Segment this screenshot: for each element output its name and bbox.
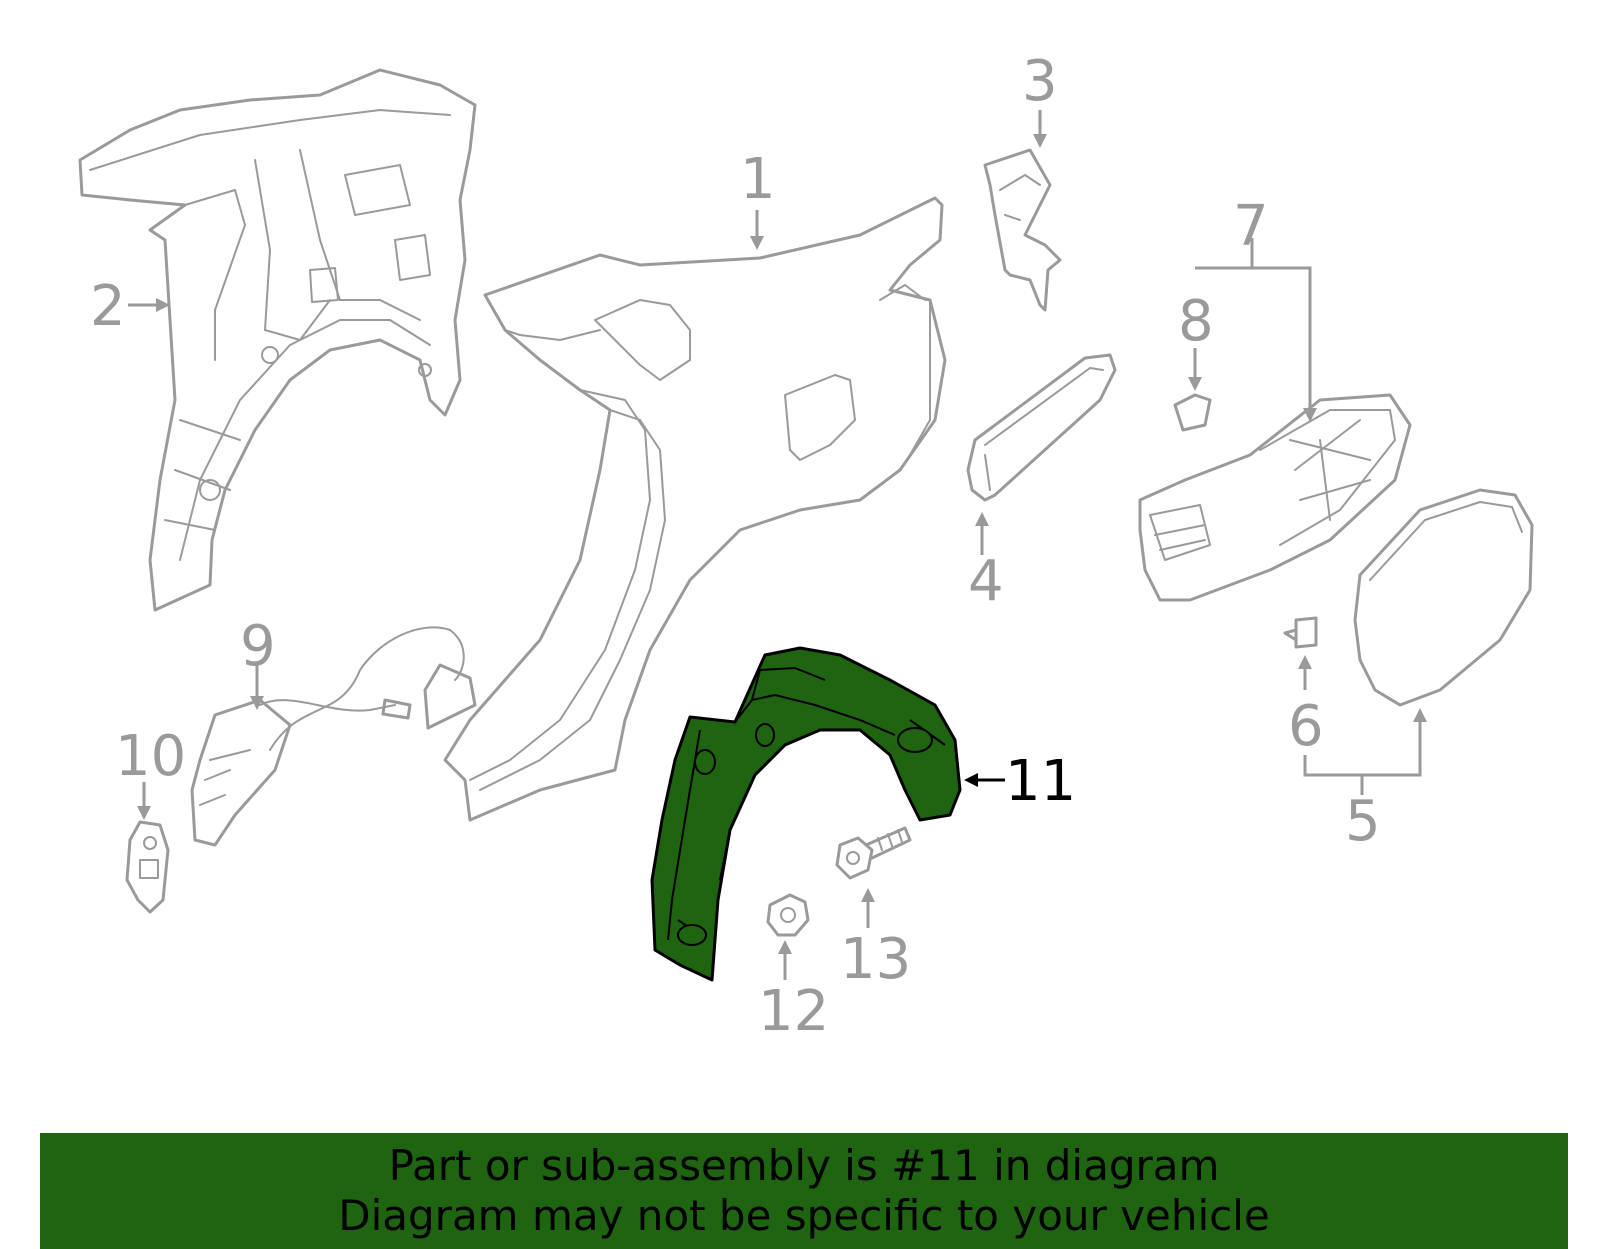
banner-line-part: Part or sub-assembly is #11 in diagram [388, 1141, 1220, 1190]
part-2-inner-quarter-panel [78, 68, 477, 612]
arrow-13 [861, 888, 875, 902]
info-banner: Part or sub-assembly is #11 in diagram D… [40, 1133, 1568, 1249]
callout-9: 9 [240, 614, 276, 679]
part-8-clip [1173, 393, 1212, 432]
part-7-fuel-filler-housing [1138, 393, 1412, 602]
callout-5: 5 [1345, 789, 1381, 854]
arrow-12 [778, 940, 792, 954]
callout-1: 1 [740, 147, 776, 212]
part-13-screw [835, 826, 912, 880]
part-5-fuel-door [1353, 488, 1534, 707]
arrow-3 [1033, 134, 1047, 148]
callout-3: 3 [1022, 49, 1058, 114]
arrow-4 [975, 512, 989, 526]
callout-11: 11 [1005, 749, 1076, 814]
arrow-10 [137, 806, 151, 820]
callout-4: 4 [968, 549, 1004, 614]
arrow-11 [964, 773, 978, 787]
arrow-9 [250, 696, 264, 710]
callout-2: 2 [90, 274, 126, 339]
arrow-1 [750, 236, 764, 250]
callout-10: 10 [115, 724, 186, 789]
callout-6: 6 [1288, 694, 1324, 759]
callout-7: 7 [1233, 194, 1269, 259]
part-12-nut [766, 893, 810, 937]
part-11-wheel-house-liner [650, 646, 962, 982]
part-9-wiring-harness [190, 626, 477, 847]
part-10-connector [125, 820, 170, 914]
arrow-6 [1298, 655, 1312, 669]
arrow-8 [1188, 377, 1202, 391]
callout-13: 13 [840, 927, 911, 992]
part-4-fuel-door-housing [966, 353, 1117, 502]
part-3-bracket [983, 148, 1062, 312]
callout-12: 12 [758, 979, 829, 1044]
arrow-5 [1413, 708, 1427, 722]
part-6-clip [1283, 616, 1318, 649]
arrow-2 [156, 298, 170, 312]
leader-5 [1303, 720, 1422, 795]
banner-line-disclaimer: Diagram may not be specific to your vehi… [338, 1191, 1270, 1240]
arrow-7 [1303, 408, 1317, 422]
leader-7 [1195, 238, 1312, 410]
callout-8: 8 [1178, 289, 1214, 354]
part-1-quarter-panel [443, 196, 947, 822]
